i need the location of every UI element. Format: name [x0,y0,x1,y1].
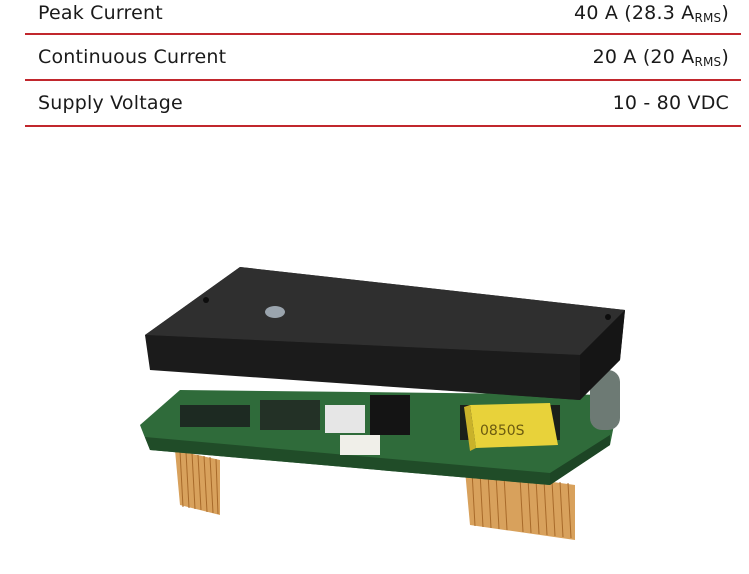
spec-row-supply-voltage: Supply Voltage 10 - 80 VDC [25,81,741,127]
spec-label: Continuous Current [38,46,227,68]
spec-table: Peak Current 40 A (28.3 ARMS) Continuous… [25,0,741,127]
servo-drive-product-image: 0850S [140,267,625,540]
left-pin-header [175,450,220,515]
heatsink [145,267,625,435]
spec-label: Supply Voltage [38,92,183,114]
inductor-component: 0850S [464,403,558,451]
inductor-marking: 0850S [480,423,525,439]
right-pin-header [465,470,575,540]
spec-row-continuous-current: Continuous Current 20 A (20 ARMS) [25,35,741,81]
spec-label: Peak Current [38,2,163,24]
spec-value: 10 - 80 VDC [612,92,729,114]
spec-value: 40 A (28.3 ARMS) [574,2,729,25]
spec-row-peak-current: Peak Current 40 A (28.3 ARMS) [25,0,741,35]
spec-value: 20 A (20 ARMS) [592,45,729,69]
